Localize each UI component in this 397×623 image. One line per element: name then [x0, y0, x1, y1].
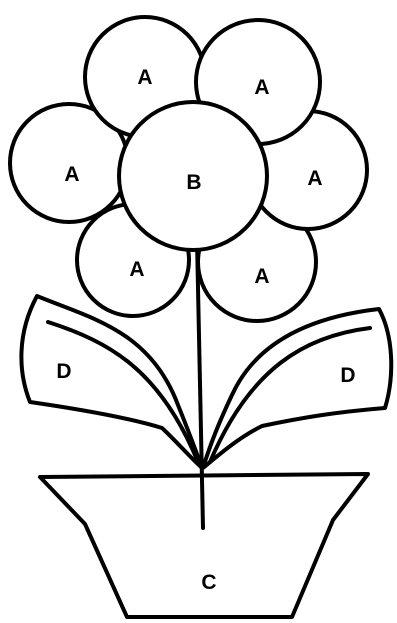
- label-petal-top-left: A: [137, 66, 152, 89]
- label-leaf-right: D: [340, 364, 355, 387]
- label-center: B: [186, 171, 201, 194]
- label-petal-right: A: [307, 167, 322, 190]
- label-petal-top-right: A: [254, 76, 269, 99]
- label-petal-left: A: [64, 163, 79, 186]
- leaf-right: [203, 309, 391, 468]
- label-pot: C: [201, 571, 216, 594]
- label-petal-bottom-right: A: [254, 265, 269, 288]
- label-leaf-left: D: [56, 360, 71, 383]
- label-petal-bottom-left: A: [129, 258, 144, 281]
